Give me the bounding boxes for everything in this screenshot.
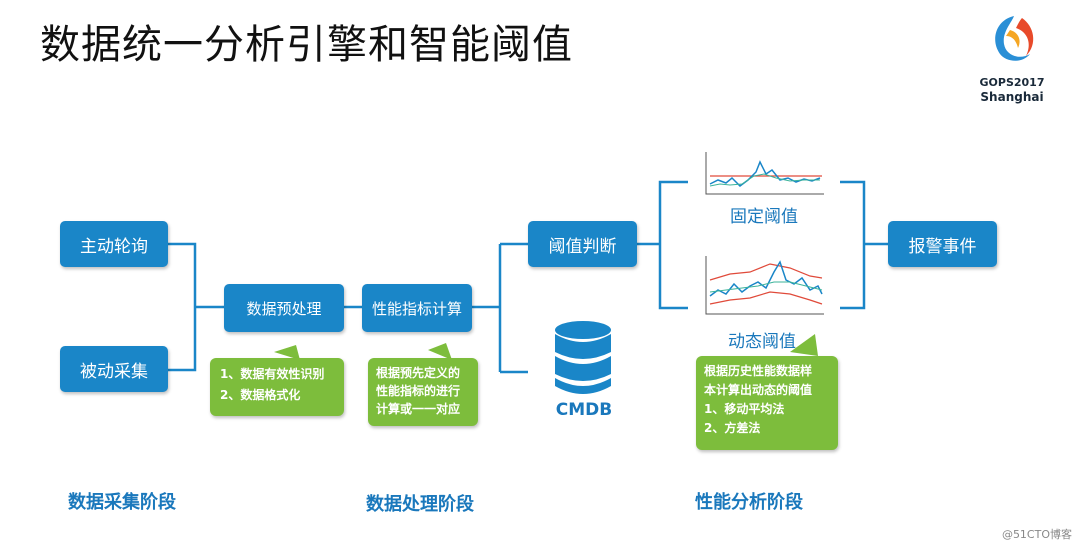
fixed-threshold-caption: 固定阈值 [730, 207, 798, 227]
metric-note: 根据预先定义的 性能指标的进行 计算或一一对应 [368, 358, 478, 426]
dynamic-note: 根据历史性能数据样 本计算出动态的阈值 1、移动平均法 2、方差法 [696, 356, 838, 450]
note-line: 根据预先定义的 [376, 366, 461, 380]
stage-analysis-label: 性能分析阶段 [695, 492, 803, 513]
threshold-judge-box: 阈值判断 [528, 221, 637, 267]
note-line: 根据历史性能数据样 [704, 364, 813, 378]
fixed-threshold-chart [700, 150, 828, 198]
watermark: @51CTO博客 [1001, 528, 1072, 541]
note-line: 性能指标的进行 [376, 384, 461, 398]
stage-collect-label: 数据采集阶段 [68, 492, 176, 513]
passive-collect-box: 被动采集 [60, 346, 168, 392]
gops-logo [982, 10, 1046, 74]
metric-calc-box: 性能指标计算 [362, 284, 472, 332]
page-title: 数据统一分析引擎和智能阈值 [40, 22, 573, 68]
note-line: 1、移动平均法 [704, 402, 785, 416]
stage-process-label: 数据处理阶段 [366, 494, 474, 515]
preprocess-box: 数据预处理 [224, 284, 344, 332]
note-line: 1、数据有效性识别 [220, 367, 325, 381]
logo-swirl-icon [995, 16, 1034, 61]
note-line: 计算或一一对应 [376, 402, 461, 416]
cmdb-label: CMDB [555, 400, 613, 420]
dynamic-threshold-caption: 动态阈值 [728, 332, 796, 352]
note-line: 2、方差法 [704, 421, 761, 435]
alarm-event-box: 报警事件 [888, 221, 997, 267]
logo-text-event: GOPS2017 [979, 76, 1045, 89]
logo-text-city: Shanghai [980, 90, 1044, 104]
note-line: 2、数据格式化 [220, 388, 301, 402]
dynamic-threshold-chart [700, 254, 828, 320]
preprocess-note: 1、数据有效性识别 2、数据格式化 [210, 358, 344, 416]
note-line: 本计算出动态的阈值 [704, 383, 813, 397]
active-poll-box: 主动轮询 [60, 221, 168, 267]
cmdb-database-icon [553, 320, 613, 398]
